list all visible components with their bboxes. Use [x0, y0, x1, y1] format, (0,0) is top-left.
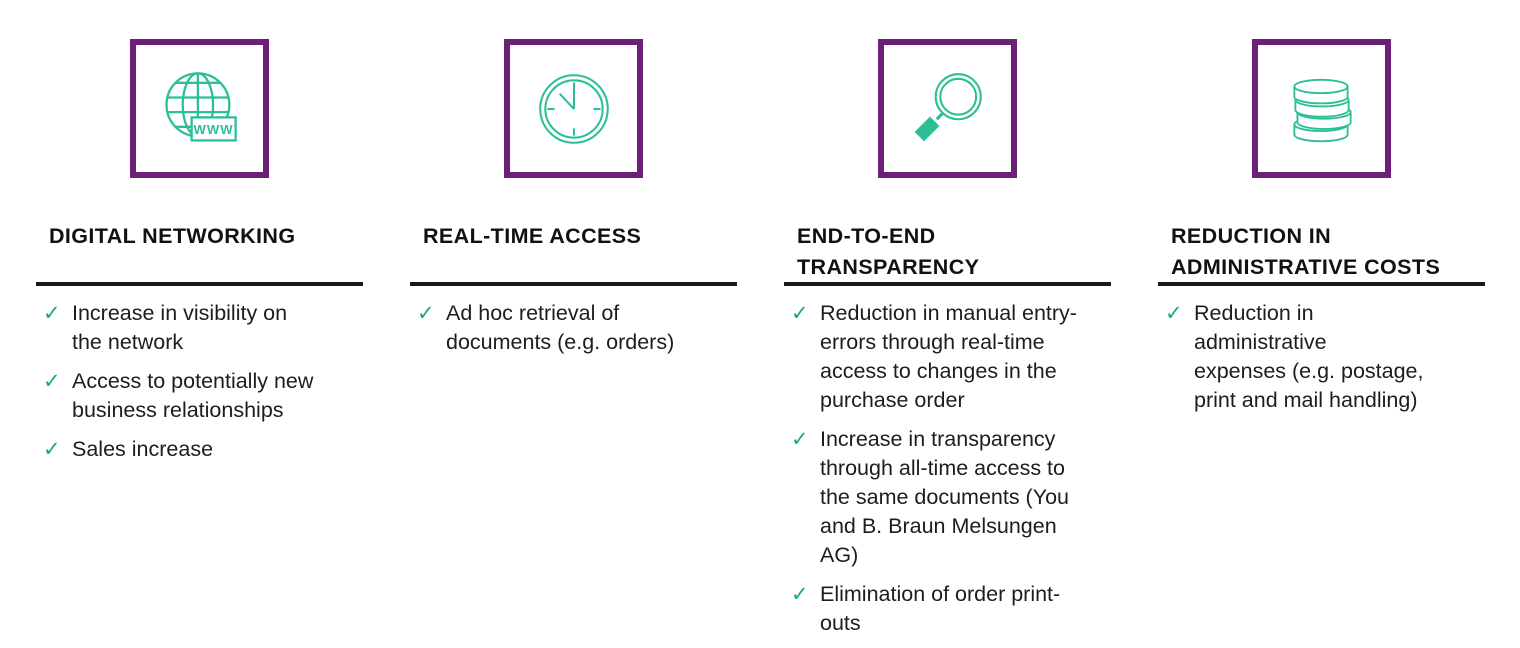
benefit-item: ✓ Sales increase: [36, 435, 363, 464]
benefit-text: Increase in visibility on the network: [72, 301, 288, 354]
magnifier-icon: [914, 72, 982, 141]
title-divider: [410, 282, 737, 286]
benefit-list: ✓ Increase in visibility on the network …: [36, 299, 363, 464]
benefit-item: ✓ Elimination of order print- outs: [784, 580, 1111, 638]
coins-icon: [1292, 78, 1352, 142]
title-divider: [1158, 282, 1485, 286]
column-reduction-admin-costs: REDUCTION IN ADMINISTRATIVE COSTS ✓ Redu…: [1158, 39, 1485, 638]
checkmark-icon: ✓: [791, 302, 809, 325]
benefit-text: Access to potentially new business relat…: [72, 369, 314, 422]
icon-box: [1252, 39, 1391, 178]
column-title: END-TO-END TRANSPARENCY: [797, 224, 980, 279]
title-divider: [784, 282, 1111, 286]
benefit-item: ✓ Reduction in administrative expenses (…: [1158, 299, 1485, 415]
column-title: REDUCTION IN ADMINISTRATIVE COSTS: [1171, 224, 1441, 279]
benefit-item: ✓ Reduction in manual entry- errors thro…: [784, 299, 1111, 415]
column-end-to-end-transparency: END-TO-END TRANSPARENCY ✓ Reduction in m…: [784, 39, 1111, 638]
benefit-text: Increase in transparency through all-tim…: [820, 427, 1069, 567]
checkmark-icon: ✓: [791, 428, 809, 451]
column-title: REAL-TIME ACCESS: [423, 224, 642, 248]
benefit-item: ✓ Access to potentially new business rel…: [36, 367, 363, 425]
checkmark-icon: ✓: [43, 438, 61, 461]
benefit-text: Reduction in administrative expenses (e.…: [1194, 301, 1424, 412]
icon-box: [504, 39, 643, 178]
benefit-text: Ad hoc retrieval of documents (e.g. orde…: [446, 301, 675, 354]
benefit-list: ✓ Reduction in manual entry- errors thro…: [784, 299, 1111, 638]
icon-box: WWW: [130, 39, 269, 178]
benefit-text: Elimination of order print- outs: [820, 582, 1061, 635]
globe-www-icon: WWW: [164, 71, 237, 142]
column-title: DIGITAL NETWORKING: [49, 224, 296, 248]
benefit-item: ✓ Increase in visibility on the network: [36, 299, 363, 357]
globe-www-label: WWW: [193, 122, 233, 137]
icon-box: [878, 39, 1017, 178]
benefit-list: ✓ Ad hoc retrieval of documents (e.g. or…: [410, 299, 737, 357]
column-digital-networking: WWW DIGITAL NETWORKING ✓ Increase in vis…: [36, 39, 363, 638]
benefit-item: ✓ Ad hoc retrieval of documents (e.g. or…: [410, 299, 737, 357]
checkmark-icon: ✓: [1165, 302, 1183, 325]
benefit-text: Sales increase: [72, 437, 214, 461]
clock-icon: [538, 73, 609, 144]
checkmark-icon: ✓: [43, 370, 61, 393]
checkmark-icon: ✓: [43, 302, 61, 325]
title-divider: [36, 282, 363, 286]
benefit-list: ✓ Reduction in administrative expenses (…: [1158, 299, 1485, 415]
column-real-time-access: REAL-TIME ACCESS ✓ Ad hoc retrieval of d…: [410, 39, 737, 638]
benefits-row: WWW DIGITAL NETWORKING ✓ Increase in vis…: [36, 39, 1485, 638]
benefit-text: Reduction in manual entry- errors throug…: [820, 301, 1077, 412]
checkmark-icon: ✓: [417, 302, 435, 325]
checkmark-icon: ✓: [791, 583, 809, 606]
benefit-item: ✓ Increase in transparency through all-t…: [784, 425, 1111, 570]
